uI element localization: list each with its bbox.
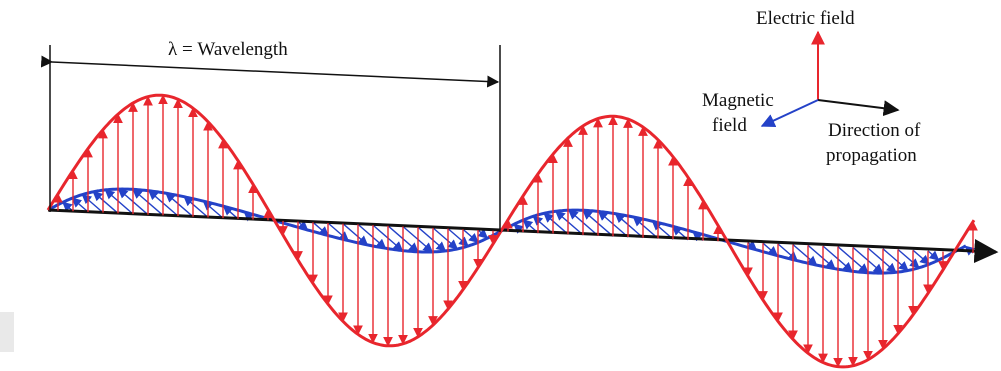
electric-field-outline [46,93,976,369]
magnetic-field-vector [417,226,447,252]
magnetic-field-vector [777,243,799,262]
magnetic-field-vector [202,200,224,219]
legend-magnetic-arrow [760,99,819,128]
magnetic-field-vector [543,212,569,235]
magnetic-field-vector [71,197,89,213]
magnetic-field-vector [912,249,930,265]
magnetic-field-vector [183,196,209,218]
magnetic-field-vector [357,223,387,249]
magnetic-field-vector [432,227,459,250]
magnetic-field-vector [477,228,489,239]
electric-field-arrows [53,94,978,368]
magnetic-field-vector [867,247,897,273]
magnetic-field-vector [342,223,369,246]
magnetic-field-vector [327,222,350,242]
magnetic-field-vector [882,248,909,272]
magnetic-field-vector [792,244,818,266]
magnetic-field-label-line2: field [712,115,747,136]
magnetic-field-vector [632,216,659,239]
magnetic-field-vector [81,193,104,214]
magnetic-field-vector [447,228,469,247]
magnetic-field-vector [165,192,194,218]
propagation-axis [47,208,999,264]
magnetic-field-label-line1: Magnetic [702,90,774,111]
magnetic-field-vector [897,248,920,269]
legend-propagation-arrow [817,99,900,117]
direction-label-line1: Direction of [828,120,921,141]
magnetic-field-vector [807,244,836,270]
magnetic-field-vector [104,189,134,215]
wavelength-marker: λ = Wavelength [40,39,501,232]
corner-shade [0,312,14,352]
electric-field-wave [46,93,978,369]
magnetic-field-vector [927,250,940,261]
wavelength-arrow [40,55,500,88]
field-legend: Electric field Magnetic field Direction … [702,8,921,166]
wavelength-label: λ = Wavelength [168,39,288,60]
magnetic-field-vector [462,228,479,244]
direction-label-line2: propagation [826,145,917,166]
electric-field-label: Electric field [756,8,855,29]
magnetic-field-vector [614,213,644,239]
magnetic-field-vector [555,210,584,236]
magnetic-field-vector [532,215,554,235]
magnetic-field-vector [92,191,119,214]
